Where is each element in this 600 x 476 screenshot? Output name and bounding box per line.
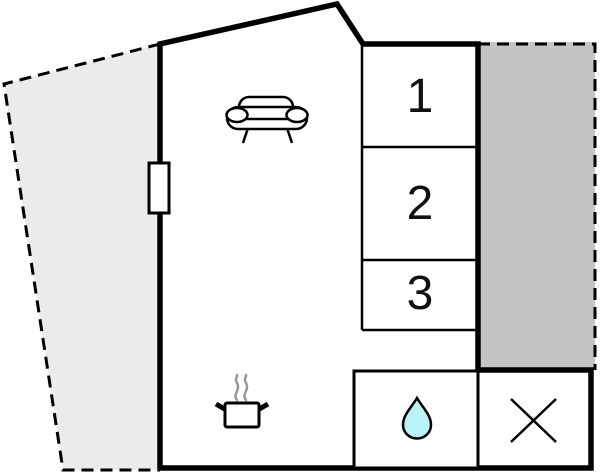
pot-body <box>223 401 261 429</box>
sofa-icon <box>225 95 309 144</box>
side-area-dashed-border <box>478 42 597 370</box>
terrace-area <box>2 42 161 472</box>
steam-icon <box>243 373 249 402</box>
cross-icon <box>510 398 557 443</box>
cooking-pot-icon <box>214 373 270 429</box>
sofa-armrest-right <box>285 106 309 124</box>
side-area <box>478 42 597 370</box>
window-icon <box>147 161 171 215</box>
terrace-fill <box>4 44 160 470</box>
sofa-armrest-left <box>225 106 249 124</box>
terrace-dashed-border <box>2 42 161 472</box>
sofa-leg-left <box>241 127 250 144</box>
water-drop-icon <box>401 395 433 440</box>
sofa-leg-right <box>285 127 294 144</box>
room-3-label: 3 <box>406 267 434 320</box>
room-1-label: 1 <box>406 69 434 123</box>
steam-icon <box>234 373 240 402</box>
side-area-fill <box>478 42 595 370</box>
room-2-label: 2 <box>406 176 434 230</box>
room-divider-walls <box>360 44 478 332</box>
